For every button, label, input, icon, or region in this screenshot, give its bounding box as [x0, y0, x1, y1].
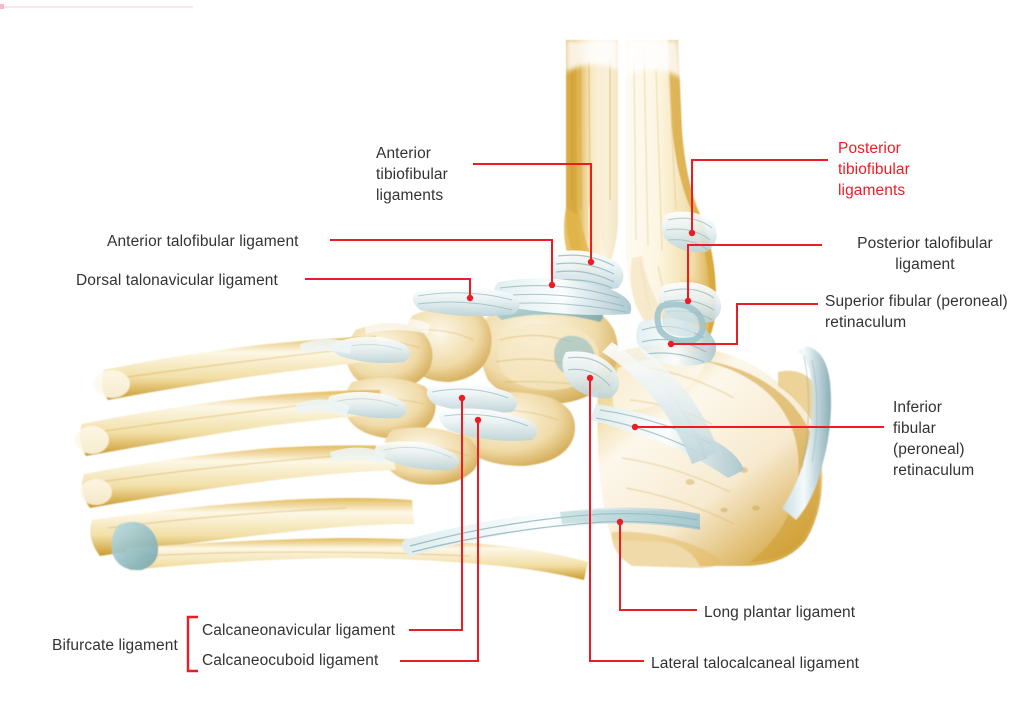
label-superior-fibular-peroneal-retinaculum: Superior fibular (peroneal) retinaculum [825, 293, 1008, 331]
label-inferior-fibular-peroneal-retinaculum: Inferior fibular (peroneal) retinaculum [893, 399, 975, 479]
tibia-bone [564, 40, 618, 276]
label-long-plantar-ligament: Long plantar ligament [704, 604, 856, 621]
label-anterior-talofibular-ligament: Anterior talofibular ligament [107, 233, 299, 250]
fibular-tendon-straps [602, 338, 718, 464]
label-posterior-tibiofibular-ligaments: Posterior tibiofibular ligaments [838, 140, 910, 199]
label-lateral-talocalcaneal-ligament: Lateral talocalcaneal ligament [651, 655, 860, 672]
label-posterior-talofibular-ligament: Posterior talofibular ligament [857, 235, 993, 273]
label-dorsal-talonavicular-ligament: Dorsal talonavicular ligament [76, 272, 278, 289]
tendon-posterior [782, 346, 831, 520]
anterior-talofibular-ligament-band [493, 278, 632, 315]
label-bifurcate-ligament: Bifurcate ligament [52, 637, 178, 654]
label-calcaneocuboid-ligament: Calcaneocuboid ligament [202, 652, 379, 669]
label-anterior-tibiofibular-ligaments: Anterior tibiofibular ligaments [376, 145, 448, 204]
tarsometatarsal-ligaments [296, 339, 386, 464]
label-calcaneonavicular-ligament: Calcaneonavicular ligament [202, 622, 396, 639]
